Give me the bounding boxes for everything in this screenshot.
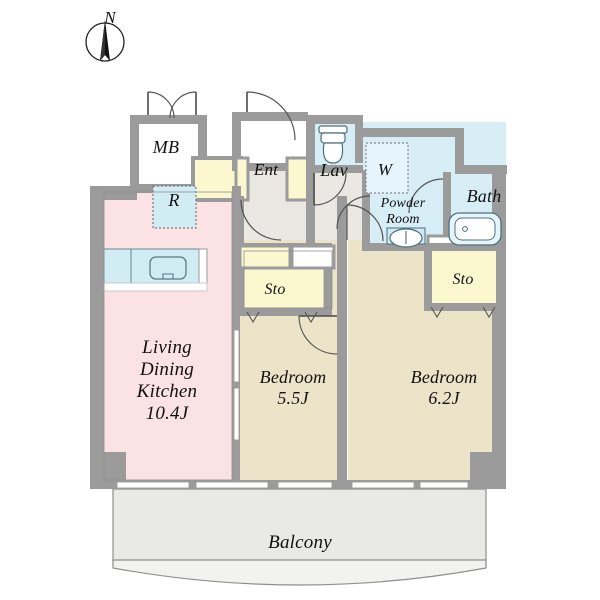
washer-box-icon: [365, 142, 409, 194]
windows: [116, 329, 469, 489]
kitchen-counter: [103, 248, 208, 292]
balcony-shape: [112, 488, 487, 586]
feature-fills: [238, 234, 496, 311]
north-arrow-icon: [85, 20, 125, 62]
sink-icon: [386, 227, 426, 248]
toilet-icon: [318, 125, 348, 164]
closet-door-markers: [246, 306, 496, 324]
bathtub-icon: [448, 212, 502, 246]
interior-outlines: [103, 191, 333, 481]
door-leaves: [147, 92, 337, 317]
refrigerator-box-icon: [152, 185, 197, 229]
